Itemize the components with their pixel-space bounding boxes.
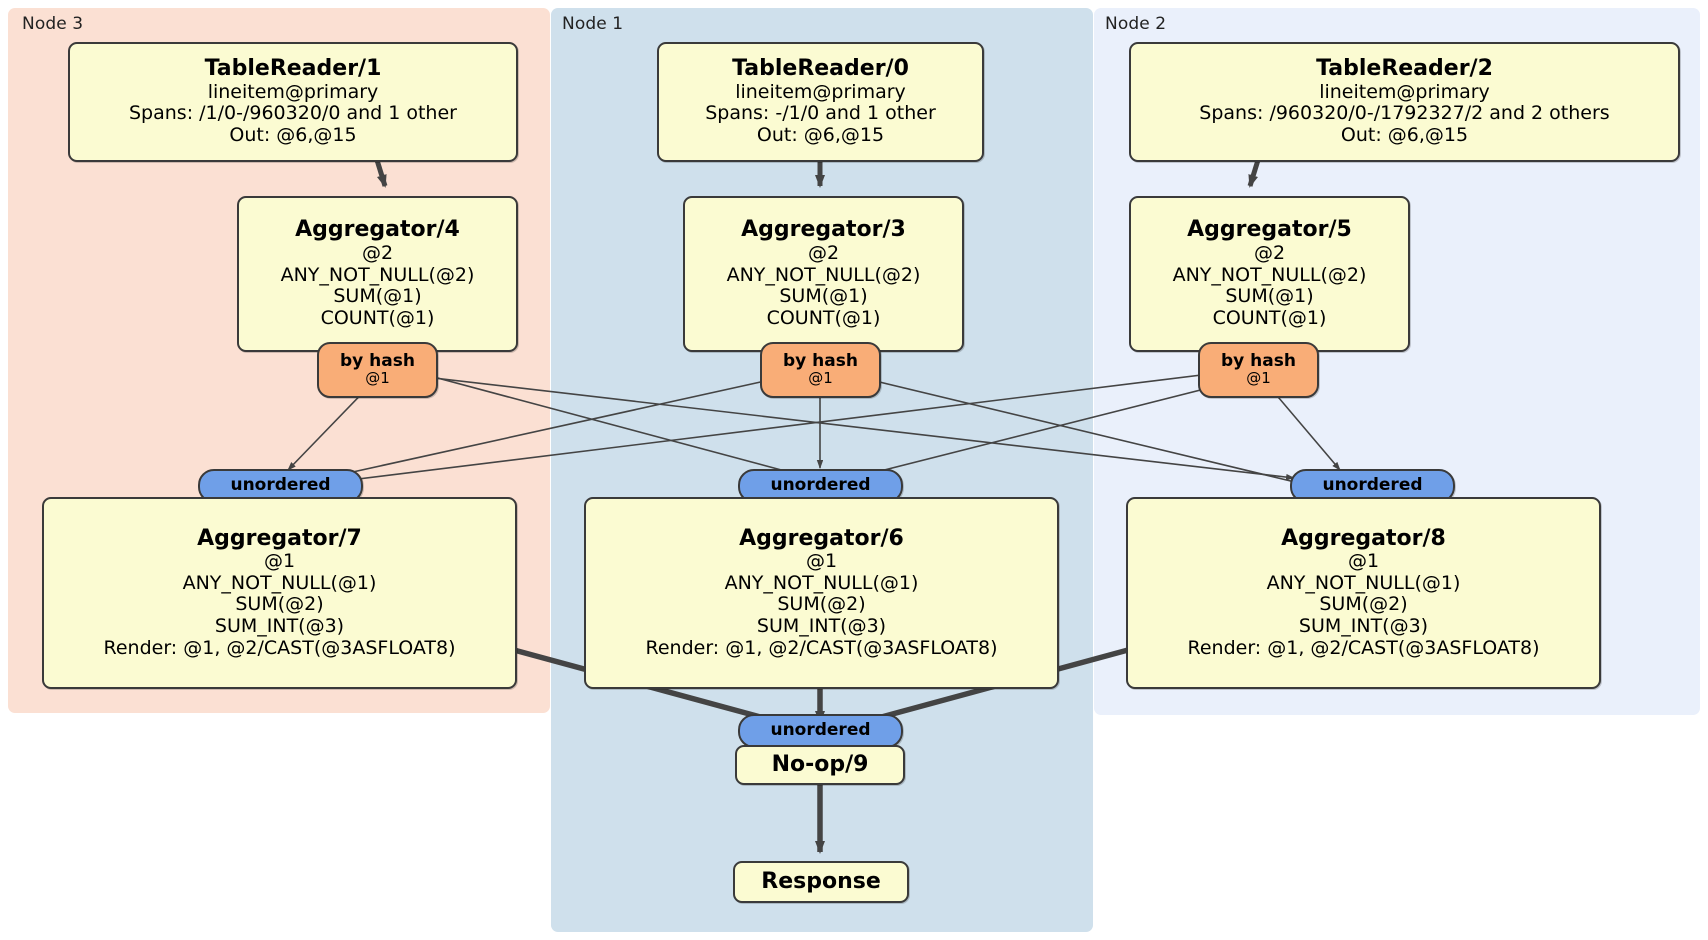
processor-line: SUM_INT(@3) (1298, 615, 1429, 638)
processor-table-reader-2[interactable]: TableReader/2 lineitem@primary Spans: /9… (1129, 42, 1680, 162)
processor-line: ANY_NOT_NULL(@1) (1266, 571, 1461, 594)
processor-line: @2 (807, 242, 840, 264)
router-label: unordered (770, 475, 871, 496)
node-label-node3: Node 3 (22, 14, 84, 34)
router-sublabel: @1 (808, 369, 833, 388)
processor-line: ANY_NOT_NULL(@1) (724, 571, 919, 594)
router-by-hash-right[interactable]: by hash @1 (1198, 342, 1319, 398)
processor-line: @1 (1347, 550, 1380, 573)
router-label: by hash (783, 351, 858, 372)
processor-response[interactable]: Response (733, 861, 909, 903)
processor-title: Aggregator/6 (739, 525, 904, 551)
processor-title: Response (761, 868, 881, 894)
processor-line: ANY_NOT_NULL(@1) (182, 571, 377, 594)
processor-line: SUM(@1) (779, 285, 868, 308)
processor-aggregator-3[interactable]: Aggregator/3 @2 ANY_NOT_NULL(@2) SUM(@1)… (683, 196, 964, 352)
processor-table-reader-1[interactable]: TableReader/1 lineitem@primary Spans: /1… (68, 42, 518, 162)
processor-line: Render: @1, @2/CAST(@3ASFLOAT8) (1187, 636, 1540, 659)
processor-line: SUM(@2) (777, 593, 866, 616)
node-label-node2: Node 2 (1105, 14, 1167, 34)
processor-line: Render: @1, @2/CAST(@3ASFLOAT8) (103, 636, 456, 659)
processor-line: SUM_INT(@3) (214, 615, 345, 638)
router-sublabel: @1 (1246, 369, 1271, 388)
processor-aggregator-5[interactable]: Aggregator/5 @2 ANY_NOT_NULL(@2) SUM(@1)… (1129, 196, 1410, 352)
processor-line: SUM_INT(@3) (756, 615, 887, 638)
processor-line: SUM(@2) (1319, 593, 1408, 616)
router-label: by hash (1221, 351, 1296, 372)
processor-line: lineitem@primary (1319, 80, 1490, 103)
processor-title: Aggregator/7 (197, 525, 362, 551)
processor-title: TableReader/1 (204, 56, 382, 82)
processor-title: No-op/9 (771, 751, 869, 777)
processor-line: Out: @6,@15 (756, 124, 885, 147)
processor-line: Spans: /960320/0-/1792327/2 and 2 others (1199, 102, 1610, 125)
router-by-hash-center[interactable]: by hash @1 (760, 342, 881, 398)
processor-title: Aggregator/3 (741, 217, 906, 243)
processor-line: @1 (805, 550, 838, 573)
node-label-node1: Node 1 (562, 14, 624, 34)
router-by-hash-left[interactable]: by hash @1 (317, 342, 438, 398)
processor-line: ANY_NOT_NULL(@2) (726, 263, 921, 286)
processor-aggregator-7[interactable]: Aggregator/7 @1 ANY_NOT_NULL(@1) SUM(@2)… (42, 497, 517, 689)
router-sublabel: @1 (365, 369, 390, 388)
processor-line: COUNT(@1) (766, 306, 881, 329)
processor-title: TableReader/0 (732, 56, 909, 82)
router-label: by hash (340, 351, 415, 372)
processor-line: COUNT(@1) (1212, 306, 1327, 329)
router-label: unordered (230, 475, 331, 496)
processor-line: lineitem@primary (735, 80, 906, 103)
processor-line: ANY_NOT_NULL(@2) (1172, 263, 1367, 286)
router-unordered-final[interactable]: unordered (738, 714, 903, 748)
processor-line: COUNT(@1) (320, 306, 435, 329)
router-label: unordered (770, 720, 871, 741)
processor-line: SUM(@1) (333, 285, 422, 308)
processor-line: SUM(@1) (1225, 285, 1314, 308)
processor-no-op-9[interactable]: No-op/9 (735, 745, 905, 785)
router-label: unordered (1322, 475, 1423, 496)
processor-line: @2 (1253, 242, 1286, 264)
processor-aggregator-6[interactable]: Aggregator/6 @1 ANY_NOT_NULL(@1) SUM(@2)… (584, 497, 1059, 689)
processor-line: Spans: /1/0-/960320/0 and 1 other (129, 102, 457, 125)
processor-line: Out: @6,@15 (229, 124, 357, 147)
processor-line: @1 (263, 550, 296, 573)
processor-title: Aggregator/4 (295, 217, 460, 243)
processor-line: ANY_NOT_NULL(@2) (280, 263, 475, 286)
processor-line: Spans: -/1/0 and 1 other (705, 102, 936, 125)
processor-aggregator-8[interactable]: Aggregator/8 @1 ANY_NOT_NULL(@1) SUM(@2)… (1126, 497, 1601, 689)
processor-line: @2 (361, 242, 394, 264)
processor-aggregator-4[interactable]: Aggregator/4 @2 ANY_NOT_NULL(@2) SUM(@1)… (237, 196, 518, 352)
processor-line: lineitem@primary (207, 80, 379, 103)
processor-line: Render: @1, @2/CAST(@3ASFLOAT8) (645, 636, 998, 659)
processor-line: SUM(@2) (235, 593, 324, 616)
processor-line: Out: @6,@15 (1340, 124, 1469, 147)
processor-title: Aggregator/5 (1187, 217, 1352, 243)
processor-title: TableReader/2 (1316, 56, 1493, 82)
processor-table-reader-0[interactable]: TableReader/0 lineitem@primary Spans: -/… (657, 42, 984, 162)
processor-title: Aggregator/8 (1281, 525, 1446, 551)
